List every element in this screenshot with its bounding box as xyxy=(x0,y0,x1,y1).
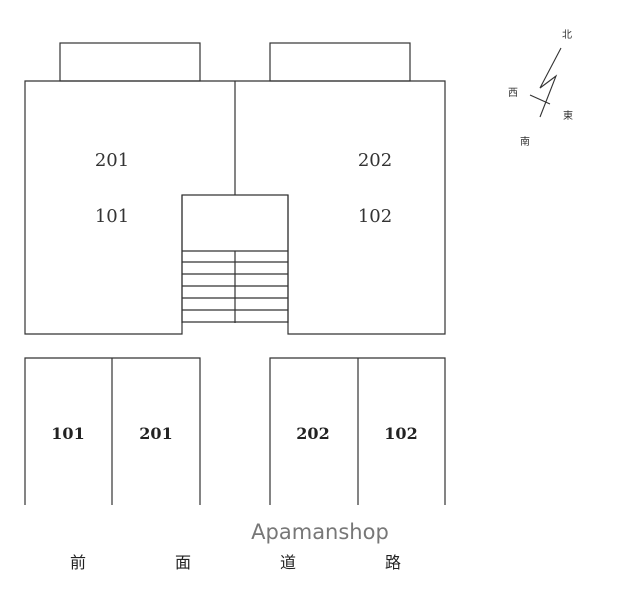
road-char-4: 路 xyxy=(385,553,401,572)
road-char-3: 道 xyxy=(280,553,296,572)
compass-west: 西 xyxy=(508,88,518,99)
unit-label-202: 202 xyxy=(358,150,392,171)
stairwell xyxy=(181,195,289,323)
compass-east: 東 xyxy=(563,109,573,122)
unit-label-101: 101 xyxy=(95,206,129,227)
unit-label-102: 102 xyxy=(358,206,392,227)
compass-north: 北 xyxy=(562,29,572,41)
road-char-1: 前 xyxy=(70,553,86,572)
balcony-left xyxy=(59,42,201,82)
parking-label-201: 201 xyxy=(139,424,172,443)
road-label: 前 面 道 路 xyxy=(70,553,401,572)
parking-label-202: 202 xyxy=(296,424,329,443)
compass-icon: 北 西 東 南 xyxy=(508,29,573,148)
parking-label-101: 101 xyxy=(51,424,84,443)
balcony-right xyxy=(269,42,411,82)
unit-label-201: 201 xyxy=(95,150,129,171)
parking-area xyxy=(24,357,446,505)
road-char-2: 面 xyxy=(175,553,191,572)
watermark: Apamanshop xyxy=(251,520,389,544)
parking-label-102: 102 xyxy=(384,424,417,443)
compass-south: 南 xyxy=(520,135,530,148)
